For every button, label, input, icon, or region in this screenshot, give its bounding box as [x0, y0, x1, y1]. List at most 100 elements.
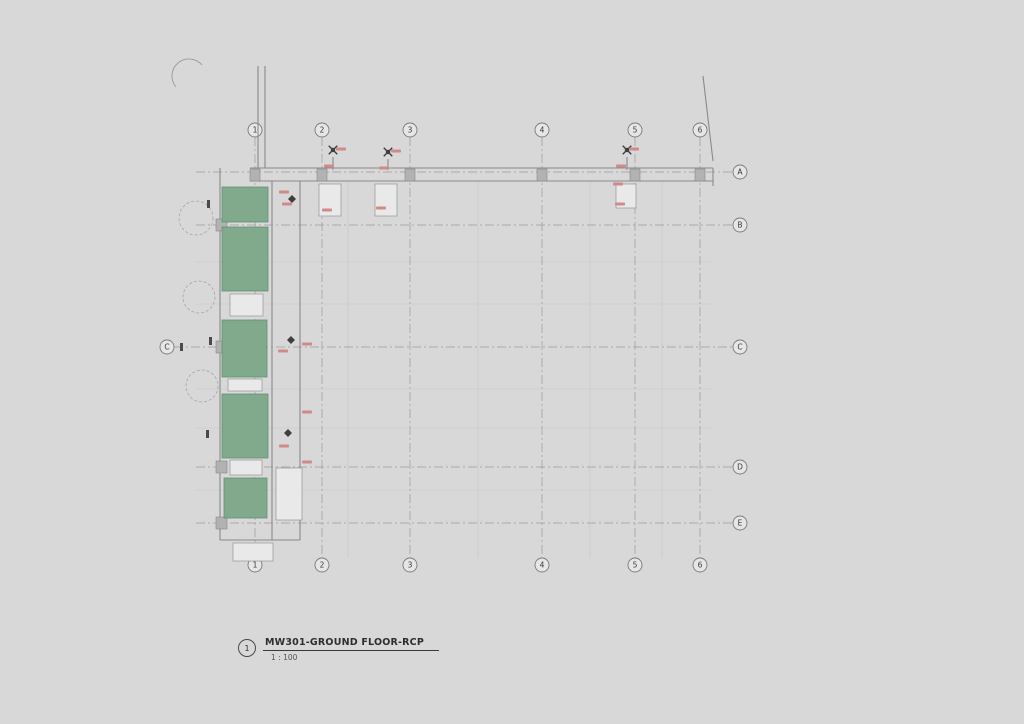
annotation-mark [616, 164, 626, 168]
column-marker [629, 168, 641, 182]
grid-bubble-top-1-label: 1 [253, 126, 258, 135]
column-marker [249, 168, 261, 182]
ceiling-panel [223, 477, 268, 519]
ceiling-panel [221, 393, 269, 459]
sprinkler-symbol-blade [388, 147, 393, 152]
grid-bubble-bottom-6 [692, 557, 708, 573]
annotation-mark [336, 147, 346, 151]
ceiling-fixture [229, 293, 264, 317]
grid-bubble-bottom-2 [314, 557, 330, 573]
annotation-mark [302, 460, 312, 464]
grid-bubble-top-2 [314, 122, 330, 138]
view-title: MW301-GROUND FLOOR-RCP [263, 637, 439, 651]
ceiling-fixture [275, 467, 303, 521]
grid-bubble-bottom-3 [402, 557, 418, 573]
grid-bubble-top-6 [692, 122, 708, 138]
grid-bubble-right-A-label: A [737, 168, 743, 177]
sprinkler-symbol [385, 149, 391, 155]
grid-bubble-bottom-1-label: 1 [253, 561, 258, 570]
annotation-mark [324, 164, 334, 168]
column-marker [694, 168, 706, 182]
sprinkler-symbol-blade [627, 145, 632, 150]
annotation-mark [391, 149, 401, 153]
annotation-mark [376, 206, 386, 210]
ceiling-panel [221, 226, 269, 292]
ceiling-fixture [374, 183, 398, 217]
grid-bubble-right-B [732, 217, 748, 233]
tick-mark [207, 200, 210, 208]
sprinkler-symbol-blade [622, 145, 627, 150]
annotation-mark [615, 202, 625, 206]
sprinkler-symbol-blade [328, 150, 333, 155]
ceiling-fixture [318, 183, 342, 217]
column-marker [316, 168, 328, 182]
view-title-column: MW301-GROUND FLOOR-RCP 1 : 100 [263, 637, 439, 662]
dashed-circle [185, 369, 219, 403]
grid-bubble-right-D-label: D [737, 463, 743, 472]
grid-bubble-right-E [732, 515, 748, 531]
diffuser-symbol [284, 429, 292, 437]
wall-line [702, 75, 714, 162]
column-marker [215, 218, 228, 232]
dashed-circle [178, 200, 214, 236]
sprinkler-symbol-blade [627, 150, 632, 155]
annotation-mark [279, 190, 289, 194]
grid-bubble-left-C [159, 339, 175, 355]
sprinkler-symbol-blade [383, 147, 388, 152]
sprinkler-symbol-blade [333, 145, 338, 150]
grid-bubble-right-D [732, 459, 748, 475]
annotation-mark [302, 410, 312, 414]
sprinkler-symbol-blade [328, 145, 333, 150]
sprinkler-symbol-blade [622, 150, 627, 155]
grid-bubble-top-2-label: 2 [320, 126, 325, 135]
sprinkler-symbol [624, 147, 630, 153]
sprinkler-symbol-blade [333, 150, 338, 155]
column-marker [536, 168, 548, 182]
sprinkler-symbol-blade [383, 152, 388, 157]
grid-bubble-top-5 [627, 122, 643, 138]
dashed-circle [182, 280, 216, 314]
grid-bubble-top-5-label: 5 [633, 126, 638, 135]
annotation-mark [322, 208, 332, 212]
grid-bubble-bottom-5-label: 5 [633, 561, 638, 570]
ceiling-fixture [229, 459, 263, 476]
sprinkler-symbol-blade [388, 152, 393, 157]
grid-bubble-top-6-label: 6 [698, 126, 703, 135]
grid-bubble-bottom-3-label: 3 [408, 561, 413, 570]
arc-line [171, 58, 203, 88]
annotation-mark [302, 342, 312, 346]
grid-bubble-right-C [732, 339, 748, 355]
annotation-mark [282, 202, 292, 206]
annotation-mark [629, 147, 639, 151]
grid-bubble-bottom-6-label: 6 [698, 561, 703, 570]
diffuser-symbol [287, 336, 295, 344]
grid-bubble-bottom-4 [534, 557, 550, 573]
grid-bubble-bottom-4-label: 4 [540, 561, 545, 570]
annotation-mark [379, 166, 389, 170]
annotation-mark [278, 349, 288, 353]
ceiling-panel [221, 186, 269, 223]
grid-bubble-left-C-label: C [164, 343, 169, 352]
tick-mark [206, 430, 209, 438]
grid-bubble-top-3-label: 3 [408, 126, 413, 135]
grid-bubble-right-C-label: C [737, 343, 742, 352]
tick-mark [180, 343, 183, 351]
grid-bubble-bottom-2-label: 2 [320, 561, 325, 570]
sprinkler-symbol [330, 147, 336, 153]
view-title-block: 1 MW301-GROUND FLOOR-RCP 1 : 100 [238, 637, 439, 662]
annotation-mark [279, 444, 289, 448]
ceiling-fixture [232, 542, 274, 562]
ceiling-panel [221, 319, 268, 378]
column-marker [404, 168, 416, 182]
annotation-mark [613, 182, 623, 186]
detail-number: 1 [244, 643, 250, 653]
grid-bubble-right-E-label: E [738, 519, 743, 528]
grid-bubble-top-3 [402, 122, 418, 138]
detail-number-bubble: 1 [238, 639, 256, 657]
grid-bubble-top-4 [534, 122, 550, 138]
grid-bubble-bottom-5 [627, 557, 643, 573]
ceiling-fixture [227, 378, 263, 392]
column-marker [215, 516, 228, 530]
